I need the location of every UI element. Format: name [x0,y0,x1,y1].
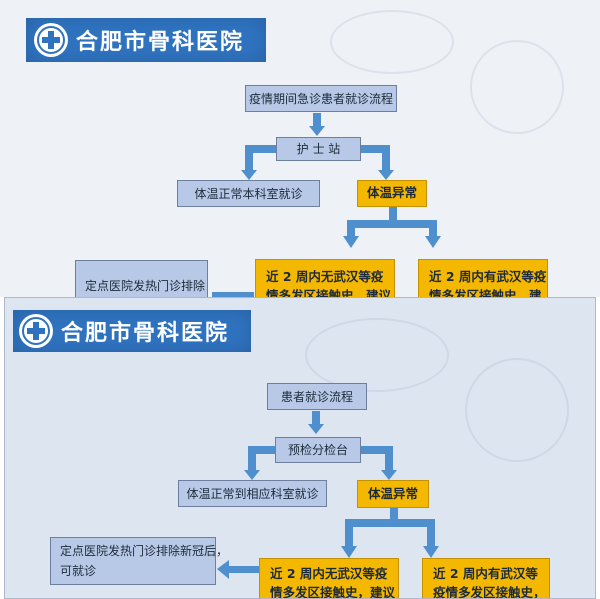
hospital-name: 合肥市骨科医院 [76,30,245,55]
flow-connectors [217,411,439,579]
has-epidemic-contact-box: 近 2 周内有武汉等疫情多发区接触史，建议前 [418,259,548,297]
flow-title-box: 疫情期间急诊患者就诊流程 [245,85,397,112]
nurse-station-box: 护 士 站 [276,137,361,161]
temperature-abnormal-box: 体温异常 [357,180,427,207]
bottom-flowchart-panel: 合肥市骨科医院 患者就诊流程 预检分检台 体温正常到相应科室就诊 体温异常 定点… [4,297,596,599]
background-decoration [305,318,449,392]
fever-clinic-line-2: 可就诊 [60,564,97,578]
has-epidemic-contact-box: 近 2 周内有武汉等疫情多发区接触史，建议前 [422,558,550,598]
no-epidemic-contact-box: 近 2 周内无武汉等疫情多发区接触史，建议前往定 [255,259,395,297]
top-flowchart-panel: 合肥市骨科医院 疫情期间急诊患者就诊流程 护 士 站 体温正常本科室就诊 体温异… [0,0,600,297]
hospital-name: 合肥市骨科医院 [61,321,230,346]
flow-title-box: 患者就诊流程 [267,383,367,410]
fever-clinic-box: 定点医院发热门诊排除新冠后， 可就诊 [50,537,228,585]
fever-clinic-box: 定点医院发热门诊排除 [75,260,208,297]
temperature-normal-box: 体温正常到相应科室就诊 [178,480,327,507]
fever-clinic-line-1: 定点医院发热门诊排除新冠后， [60,543,229,558]
flow-connectors [212,113,441,297]
hospital-cross-logo-icon [34,23,68,57]
hospital-header: 合肥市骨科医院 [26,18,266,62]
background-decoration [465,358,569,462]
background-decoration [330,10,454,74]
hospital-cross-logo-icon [19,314,53,348]
no-epidemic-contact-box: 近 2 周内无武汉等疫情多发区接触史，建议前往定 [259,558,399,598]
hospital-header: 合肥市骨科医院 [13,310,251,352]
background-decoration [470,40,564,134]
temperature-normal-box: 体温正常本科室就诊 [177,180,320,207]
temperature-abnormal-box: 体温异常 [357,480,429,508]
triage-desk-box: 预检分检台 [275,437,361,463]
